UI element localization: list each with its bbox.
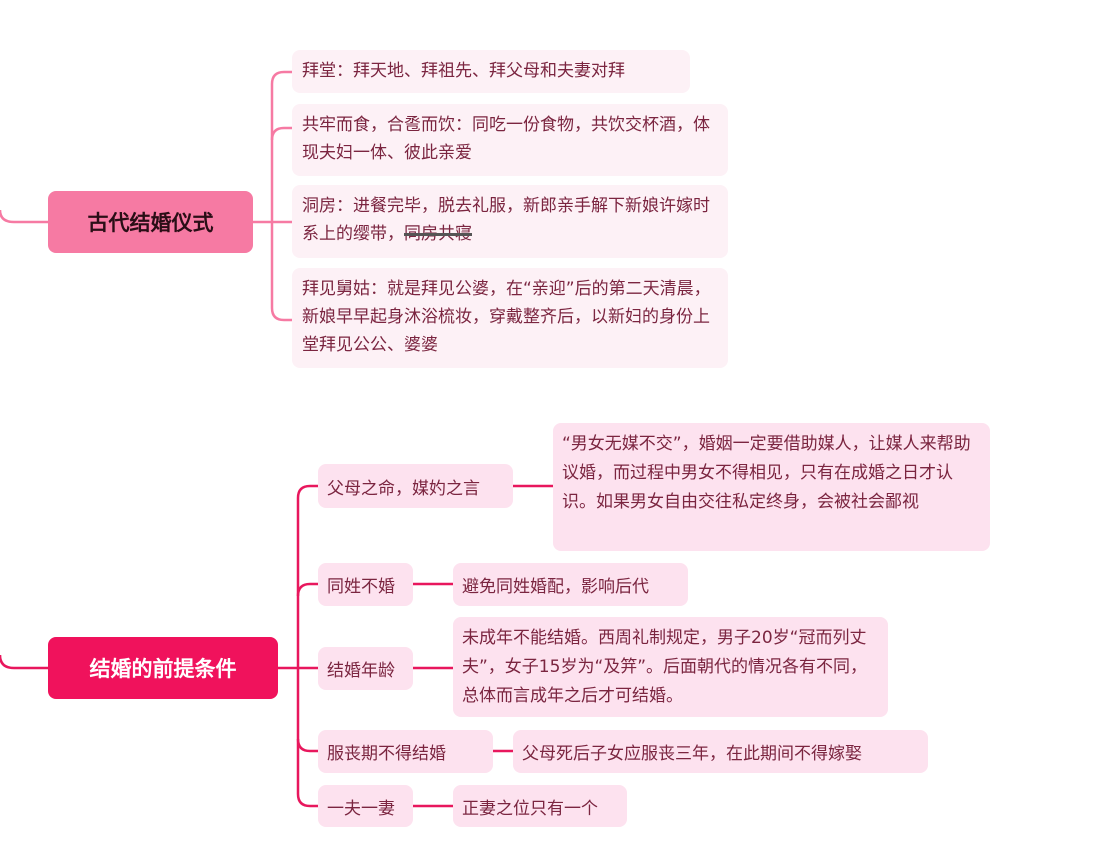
sub-parents-order[interactable]: 父母之命，媒妁之言 bbox=[318, 464, 513, 508]
leaf-dongfang[interactable]: 洞房：进餐完毕，脱去礼服，新郎亲手解下新娘许嫁时系上的缨带，同房共寝 bbox=[292, 185, 728, 258]
sub-same-surname[interactable]: 同姓不婚 bbox=[318, 563, 413, 606]
struck-text: 同房共寝 bbox=[404, 224, 472, 244]
detail-monogamy[interactable]: 正妻之位只有一个 bbox=[453, 785, 627, 827]
leaf-baitang[interactable]: 拜堂：拜天地、拜祖先、拜父母和夫妻对拜 bbox=[292, 50, 690, 93]
detail-parents-order[interactable]: “男女无媒不交”，婚姻一定要借助媒人，让媒人来帮助议婚，而过程中男女不得相见，只… bbox=[553, 423, 990, 551]
leaf-gonglao[interactable]: 共牢而食，合卺而饮：同吃一份食物，共饮交杯酒，体现夫妇一体、彼此亲爱 bbox=[292, 104, 728, 176]
sub-mourning-period[interactable]: 服丧期不得结婚 bbox=[318, 730, 493, 773]
detail-same-surname[interactable]: 避免同姓婚配，影响后代 bbox=[453, 563, 688, 606]
leaf-dongfang-text: 洞房：进餐完毕，脱去礼服，新郎亲手解下新娘许嫁时系上的缨带， bbox=[302, 196, 710, 244]
sub-monogamy[interactable]: 一夫一妻 bbox=[318, 785, 413, 827]
topic-ancient-wedding-rites[interactable]: 古代结婚仪式 bbox=[48, 191, 253, 253]
sub-marriage-age[interactable]: 结婚年龄 bbox=[318, 647, 413, 690]
detail-mourning-period[interactable]: 父母死后子女应服丧三年，在此期间不得嫁娶 bbox=[513, 730, 928, 773]
topic-marriage-prerequisites[interactable]: 结婚的前提条件 bbox=[48, 637, 278, 699]
detail-marriage-age[interactable]: 未成年不能结婚。西周礼制规定，男子20岁“冠而列丈夫”，女子15岁为“及笄”。后… bbox=[453, 617, 888, 717]
leaf-baijian[interactable]: 拜见舅姑：就是拜见公婆，在“亲迎”后的第二天清晨，新娘早早起身沐浴梳妆，穿戴整齐… bbox=[292, 268, 728, 368]
